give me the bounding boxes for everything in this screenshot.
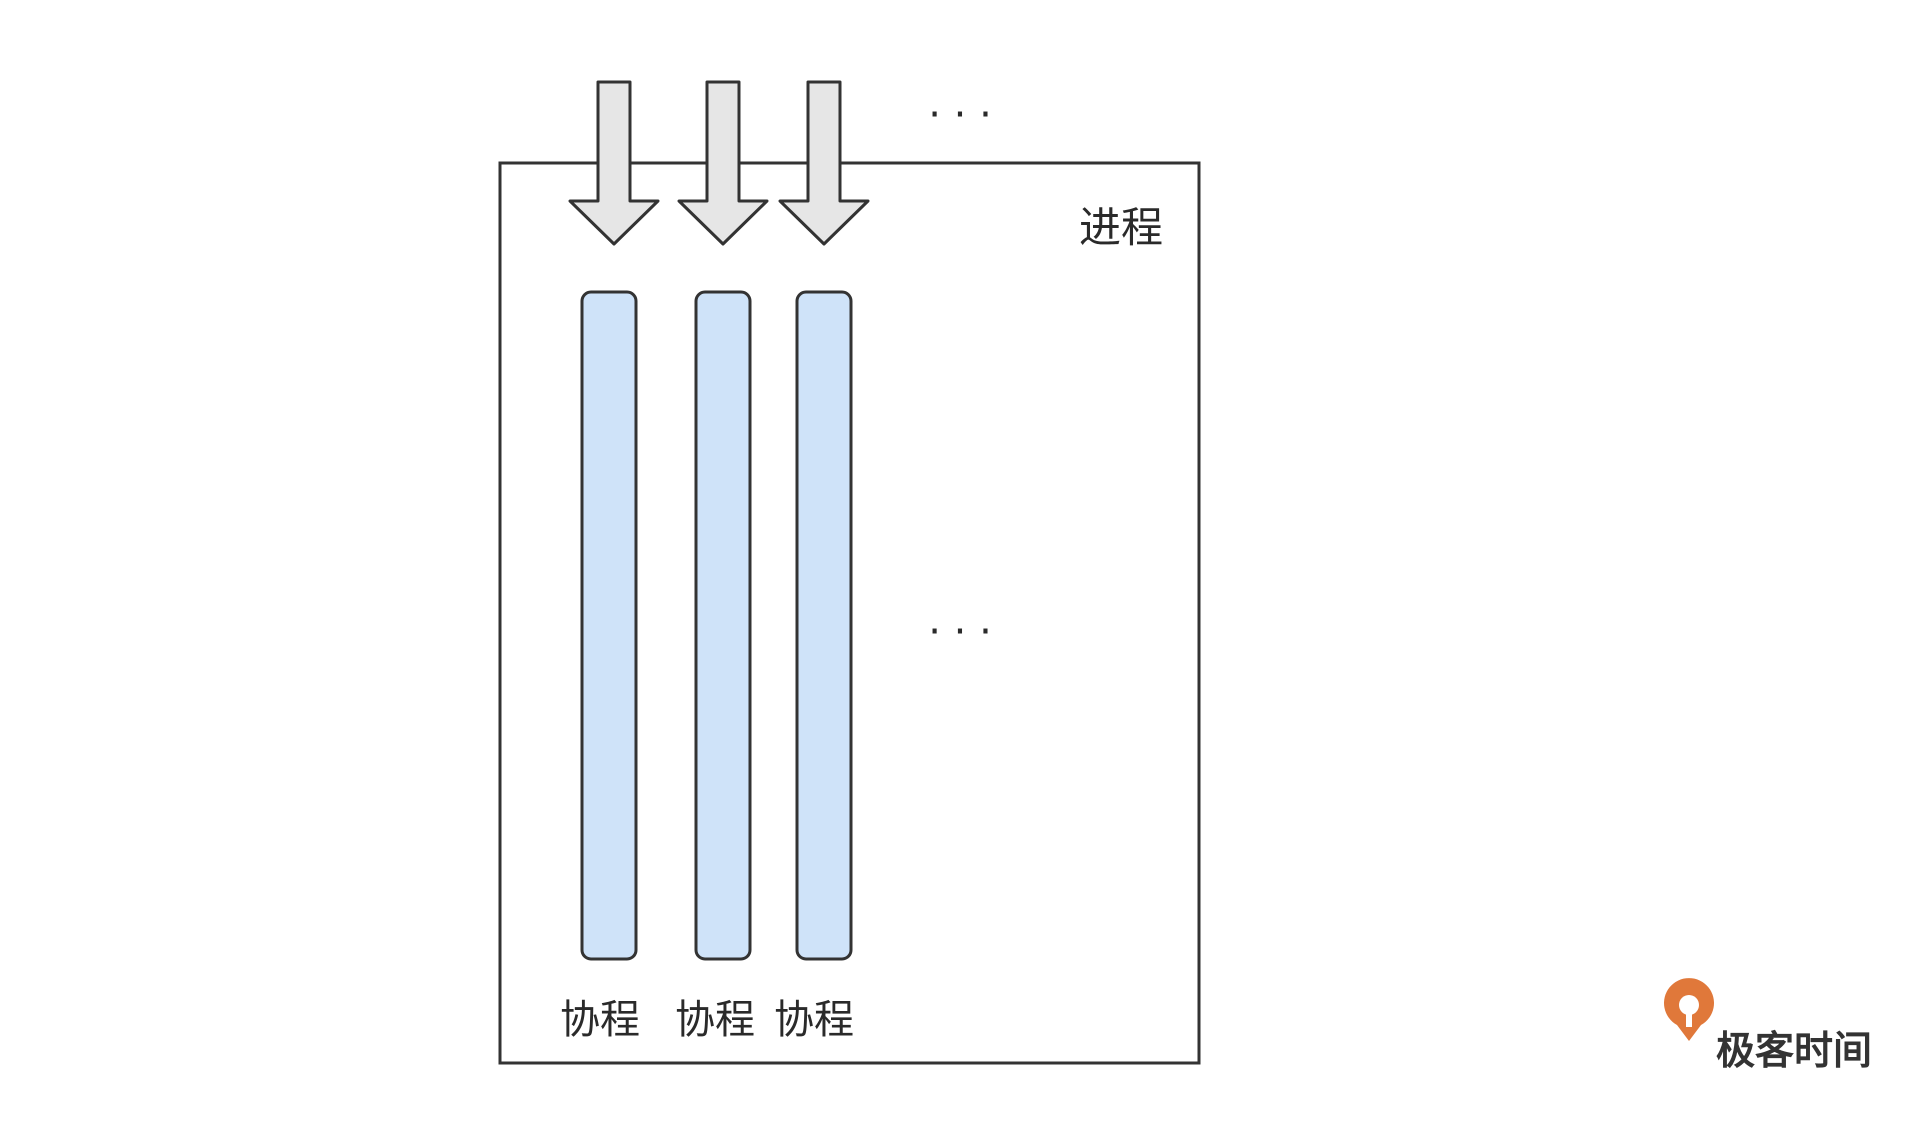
geektime-logo: 极客时间 <box>1663 978 1872 1074</box>
ellipsis-top: · · · <box>928 92 992 138</box>
ellipsis-middle: · · · <box>928 609 992 655</box>
coroutine-bar-2 <box>694 290 752 961</box>
coroutine-bar-3 <box>795 290 853 961</box>
arrow-down-1 <box>568 80 660 246</box>
coroutine-label-2: 协程 <box>675 997 755 1043</box>
coroutine-label-1: 协程 <box>560 997 640 1043</box>
arrow-down-3 <box>778 80 870 246</box>
coroutine-label-3: 协程 <box>774 997 854 1043</box>
process-label: 进程 <box>1079 203 1163 252</box>
arrow-down-2 <box>677 80 769 246</box>
coroutine-bar-1 <box>580 290 638 961</box>
logo-text: 极客时间 <box>1716 1029 1872 1074</box>
